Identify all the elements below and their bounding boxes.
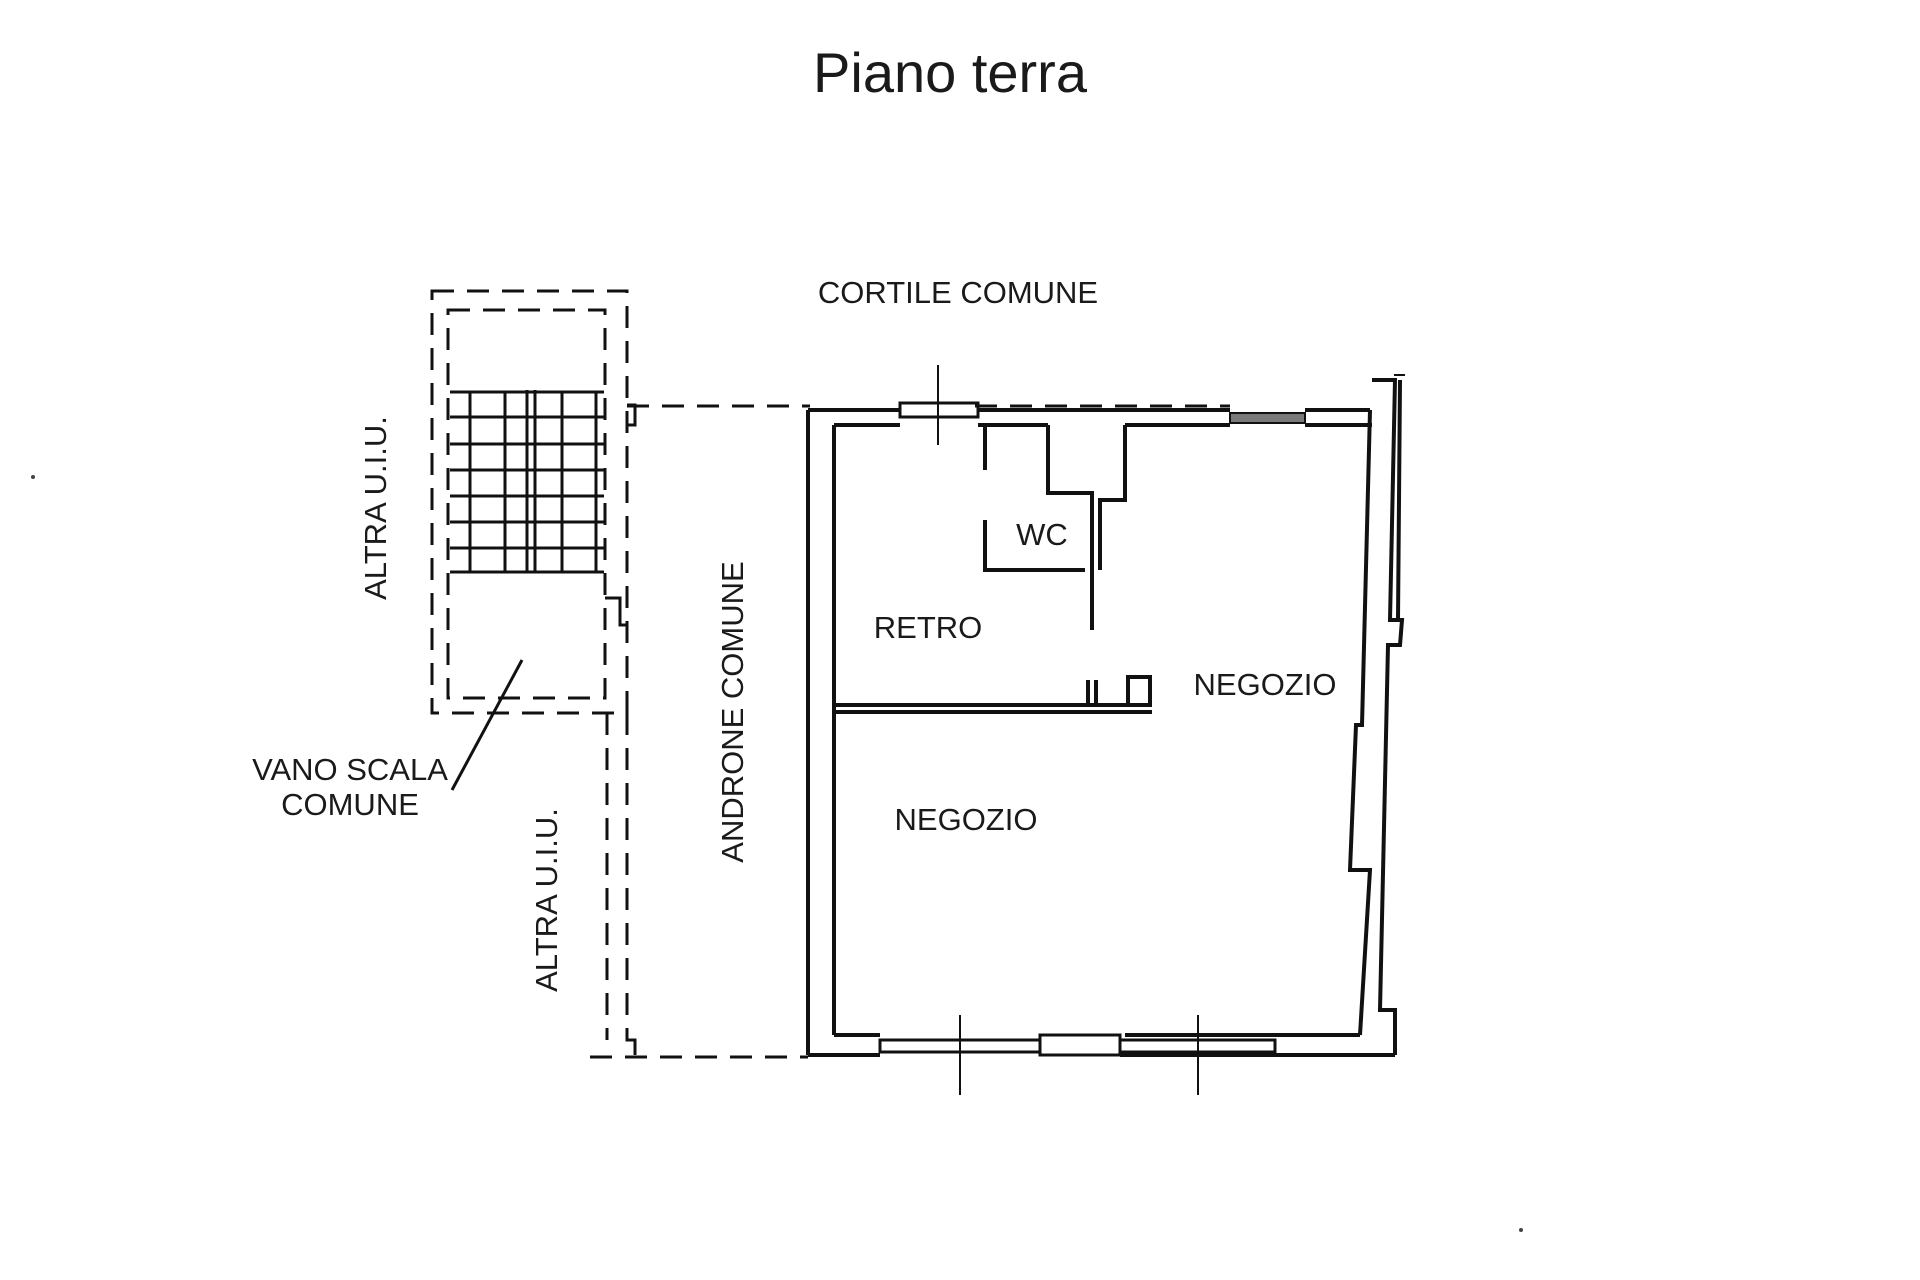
scan-speck bbox=[31, 475, 35, 479]
lower-dashed-corridor bbox=[605, 713, 637, 1055]
openings bbox=[878, 365, 1405, 1095]
label-cortile-comune: CORTILE COMUNE bbox=[818, 275, 1098, 310]
unit-walls bbox=[806, 378, 1405, 1057]
label-wc: WC bbox=[1016, 517, 1068, 552]
label-vano-scala-comune: COMUNE bbox=[281, 787, 419, 822]
scan-speck bbox=[1519, 1228, 1523, 1232]
label-negozio-main: NEGOZIO bbox=[895, 802, 1038, 837]
label-retro: RETRO bbox=[874, 610, 983, 645]
label-negozio-right: NEGOZIO bbox=[1194, 667, 1337, 702]
plan-title: Piano terra bbox=[813, 41, 1088, 104]
stairwell-block bbox=[430, 289, 637, 715]
label-androne-comune: ANDRONE COMUNE bbox=[715, 561, 750, 862]
label-altra-uiu-top: ALTRA U.I.U. bbox=[358, 416, 393, 600]
label-altra-uiu-bottom: ALTRA U.I.U. bbox=[529, 808, 564, 992]
vano-scala-pointer bbox=[450, 659, 524, 791]
stair-treads bbox=[450, 390, 604, 574]
top-window-right bbox=[1229, 412, 1306, 424]
label-vano-scala: VANO SCALA bbox=[252, 752, 448, 787]
